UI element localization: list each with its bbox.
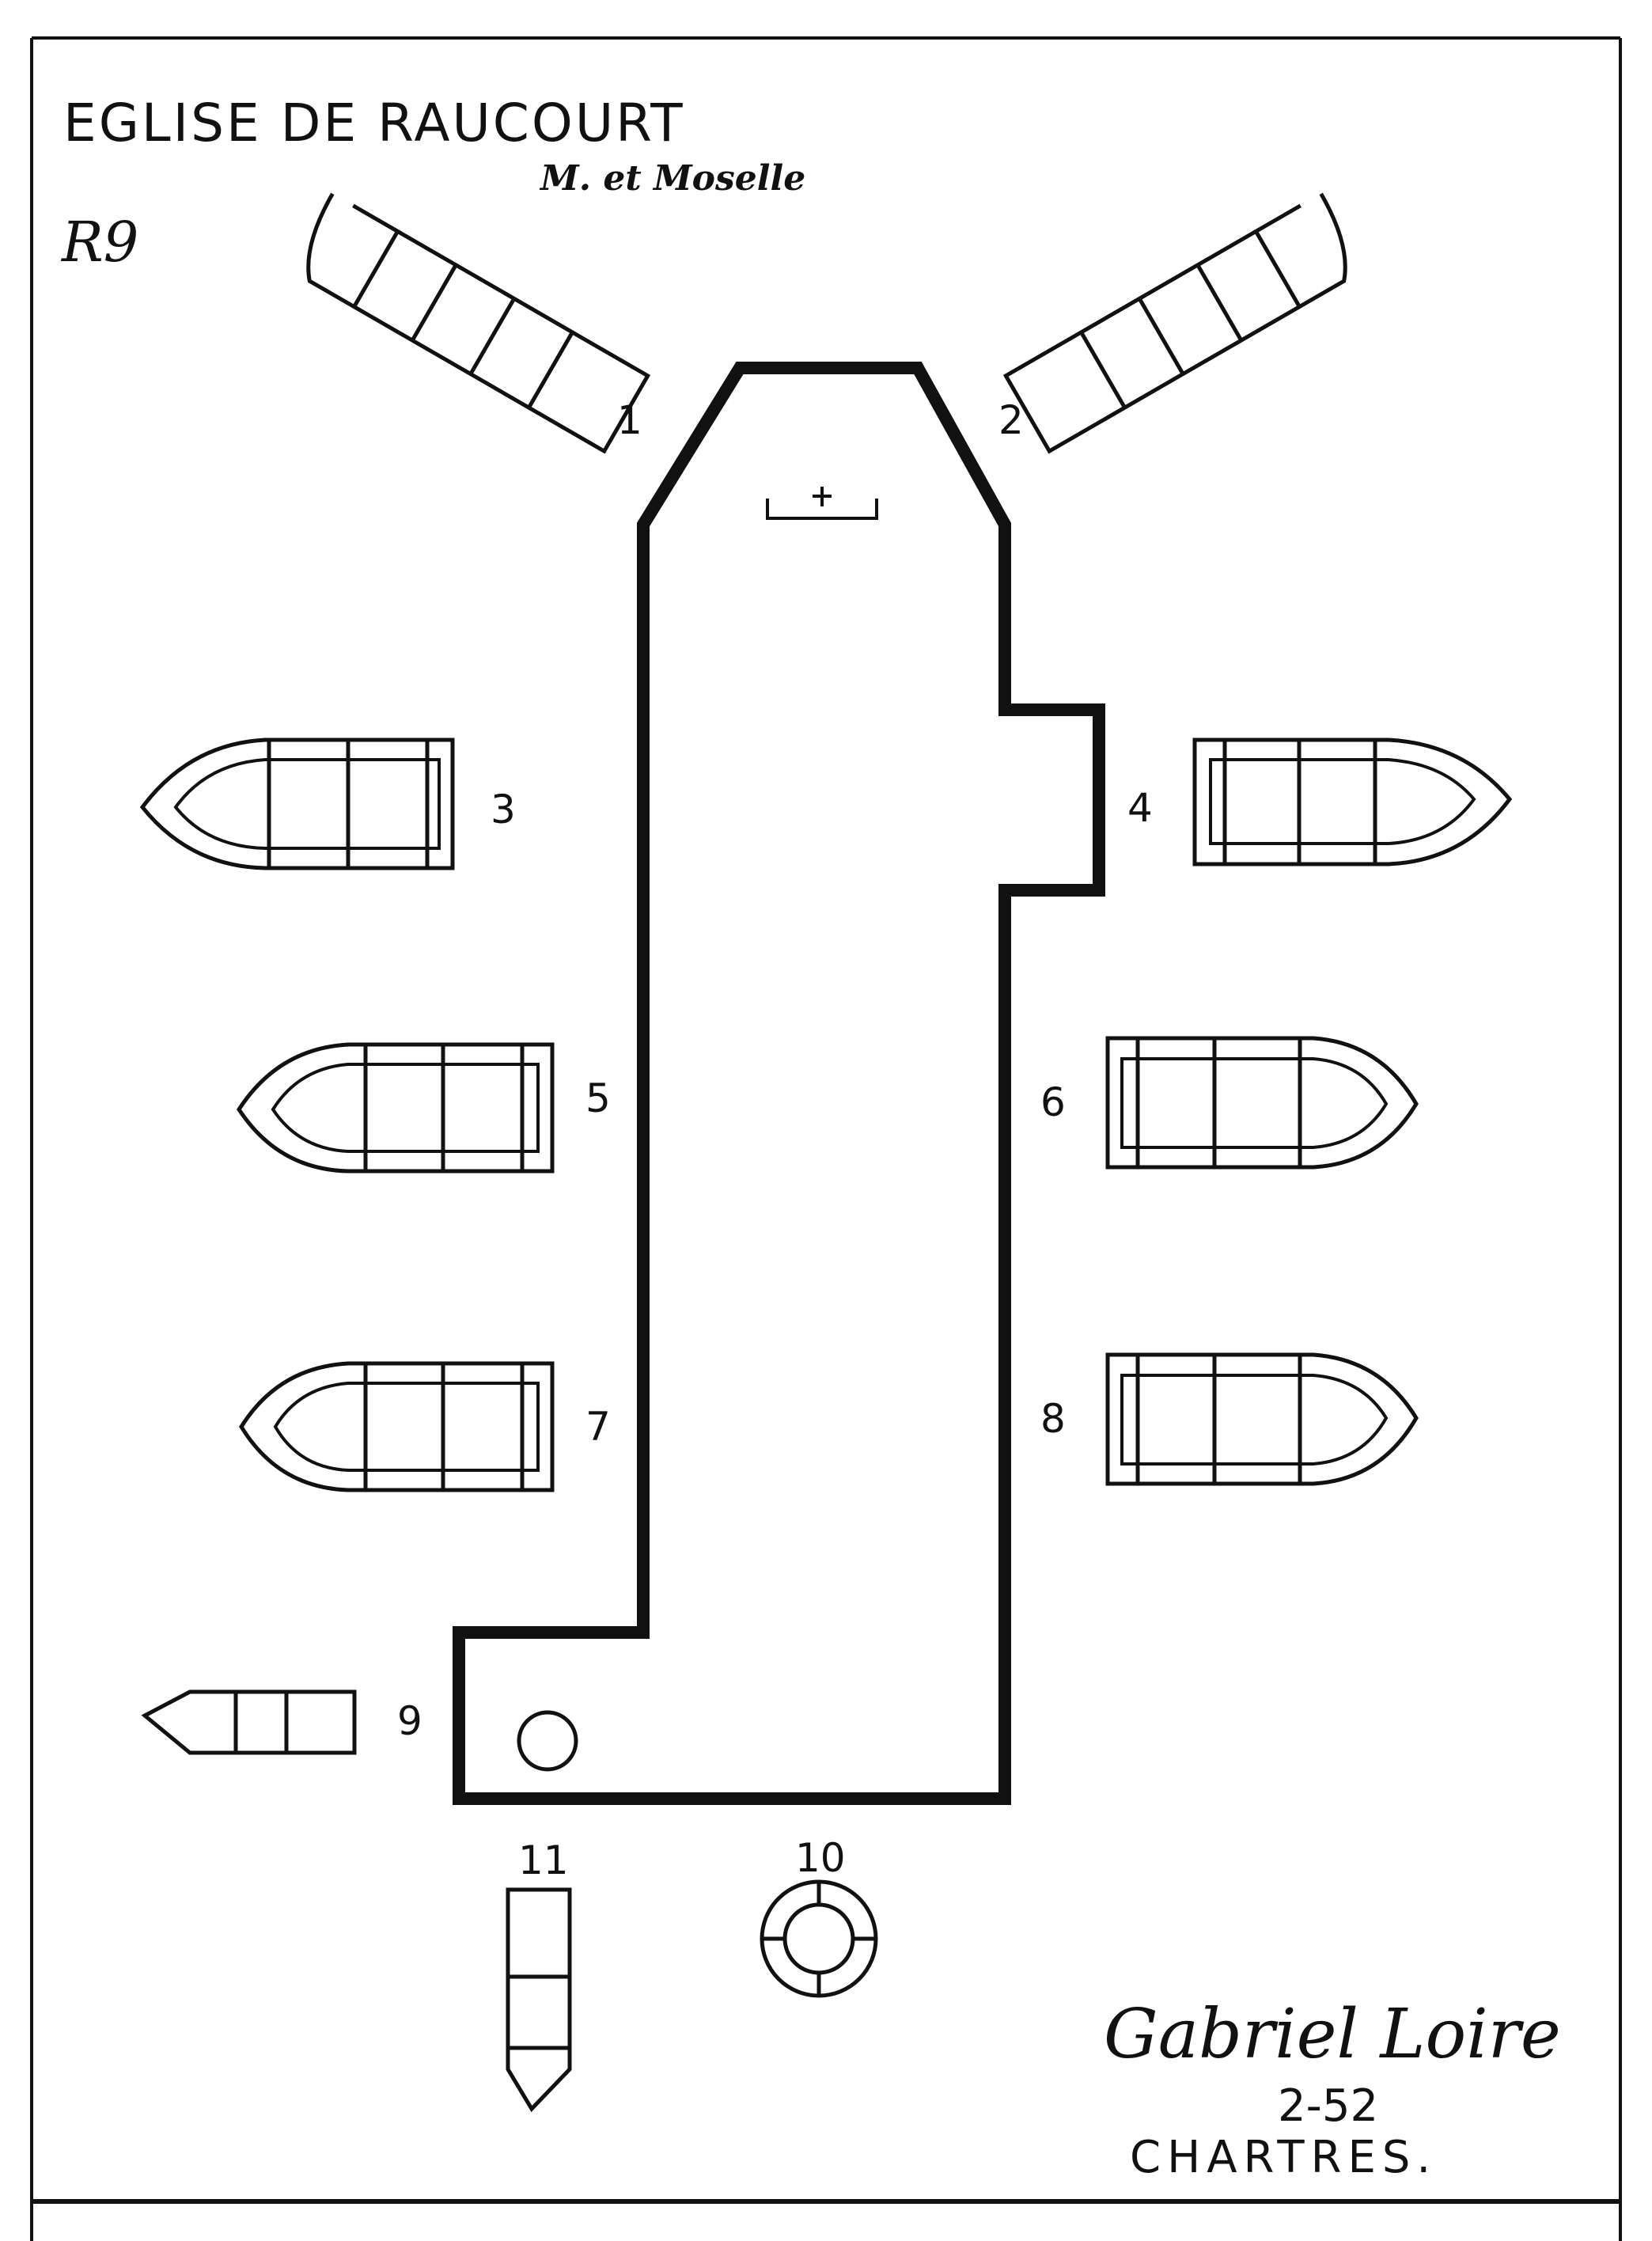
- label-window-9: 9: [397, 1698, 422, 1744]
- window-6: [1105, 1036, 1419, 1170]
- label-window-7: 7: [585, 1404, 611, 1450]
- window-2: [1002, 192, 1347, 454]
- label-window-2: 2: [998, 397, 1024, 443]
- window-10: [760, 1879, 878, 1998]
- label-window-3: 3: [491, 787, 516, 832]
- page-frame: [30, 36, 1622, 2241]
- signature-place: CHARTRES.: [1130, 2132, 1437, 2183]
- label-window-5: 5: [585, 1075, 611, 1121]
- window-5: [237, 1042, 555, 1174]
- signature-date: 2-52: [1278, 2080, 1378, 2132]
- window-9: [141, 1689, 357, 1755]
- window-8: [1105, 1352, 1419, 1486]
- window-3: [139, 738, 455, 870]
- signature-name: Gabriel Loire: [1104, 1995, 1561, 2074]
- window-1: [306, 192, 651, 454]
- department-subtitle: M. et Moselle: [539, 158, 805, 199]
- window-7: [239, 1361, 555, 1492]
- plan-title: EGLISE DE RAUCOURT: [63, 93, 685, 154]
- label-window-4: 4: [1127, 785, 1153, 831]
- label-window-6: 6: [1040, 1079, 1066, 1125]
- signature-block: Gabriel Loire 2-52 CHARTRES.: [1104, 1995, 1561, 2183]
- label-window-1: 1: [617, 397, 642, 443]
- altar-symbol: [766, 499, 878, 520]
- label-window-11: 11: [518, 1837, 569, 1883]
- label-window-10: 10: [795, 1835, 846, 1881]
- window-4: [1192, 738, 1513, 866]
- church-outline: [453, 362, 1105, 1805]
- label-window-8: 8: [1040, 1396, 1066, 1442]
- baptismal-font: [517, 1710, 578, 1772]
- reference-code: R9: [60, 210, 138, 275]
- window-11: [506, 1887, 572, 2113]
